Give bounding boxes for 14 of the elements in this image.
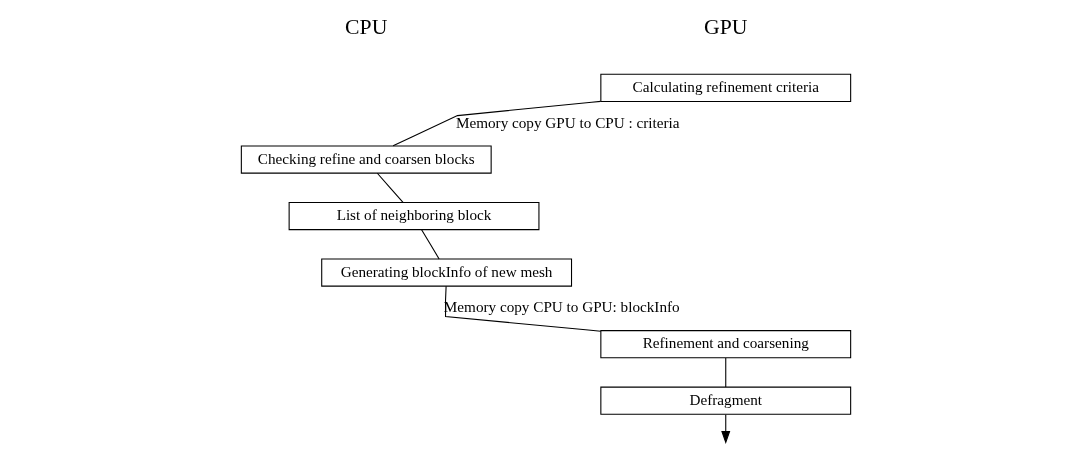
node-box: Defragment <box>600 386 852 415</box>
connector <box>725 357 727 388</box>
connector <box>376 172 404 203</box>
node-box: Generating blockInfo of new mesh <box>321 258 573 287</box>
node-box: List of neighboring block <box>288 201 540 231</box>
node-box: Calculating refinement criteria <box>600 73 852 102</box>
edge-label: Memory copy GPU to CPU : criteria <box>455 113 680 131</box>
node-box: Refinement and coarsening <box>600 330 852 359</box>
node-box: Checking refine and coarsen blocks <box>240 145 492 174</box>
connector <box>392 100 602 147</box>
label: CPU <box>345 15 388 40</box>
connector <box>421 229 440 260</box>
label: GPU <box>704 15 748 40</box>
connector <box>445 285 602 332</box>
